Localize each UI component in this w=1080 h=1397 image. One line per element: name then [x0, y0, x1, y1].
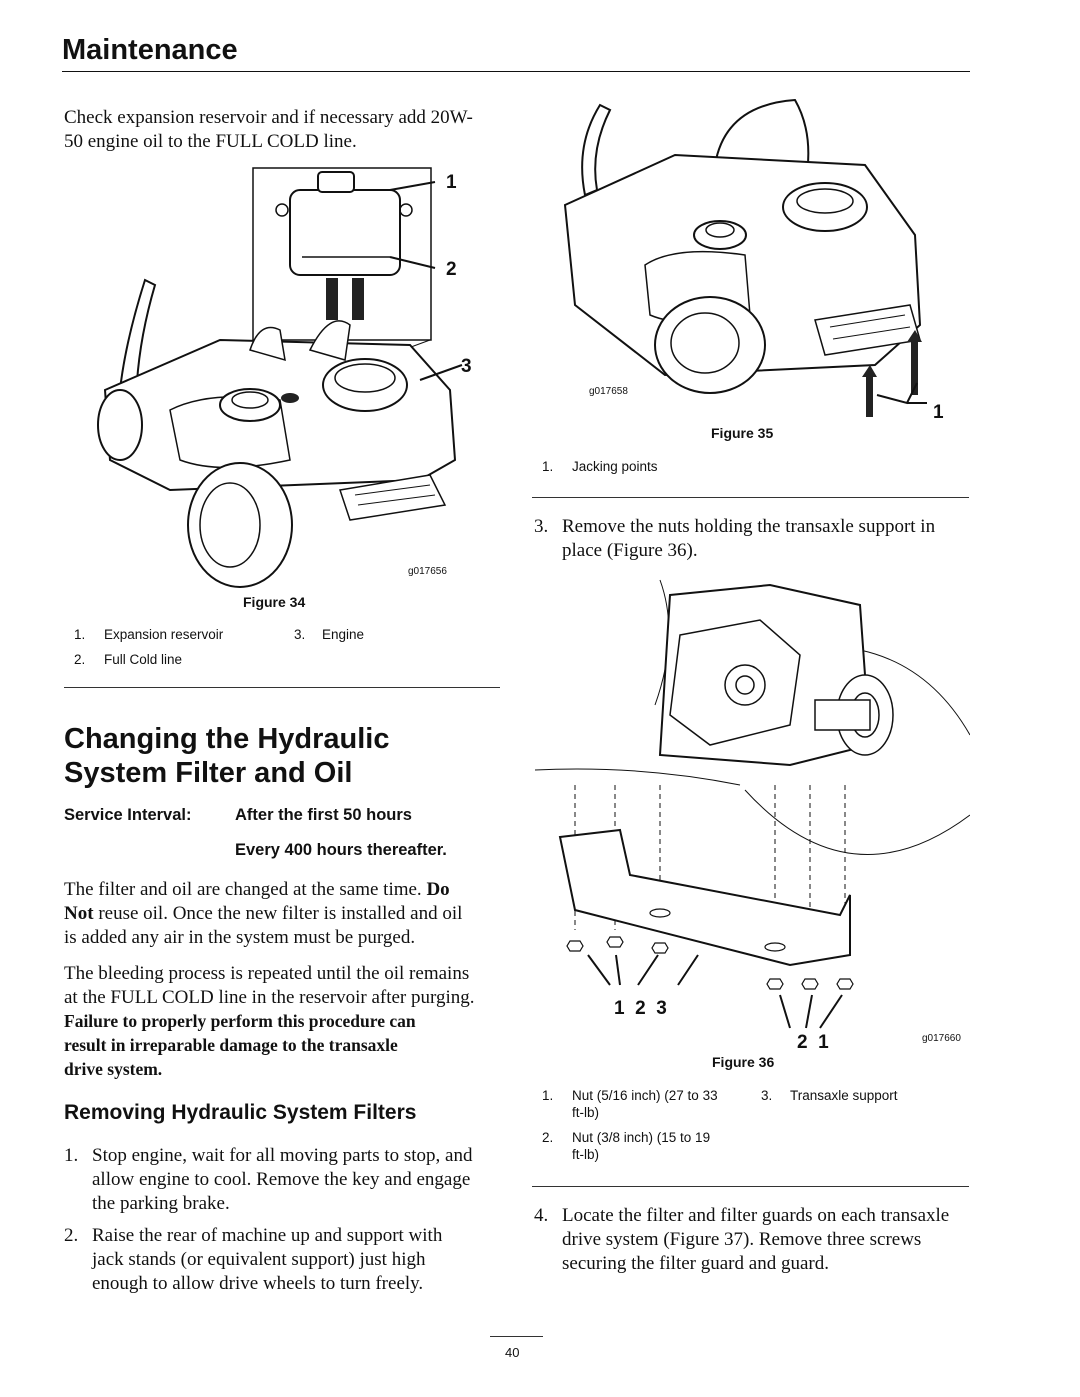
figure-36-legend-num: 2.	[542, 1130, 554, 1145]
para-line: at the FULL COLD line in the reservoir a…	[64, 987, 475, 1008]
subsection-title: Removing Hydraulic System Filters	[64, 1101, 417, 1124]
figure-34-rule	[64, 687, 500, 688]
figure-36-rule	[532, 1186, 969, 1187]
figure-36-callouts-right: 2 1	[797, 1032, 829, 1053]
service-interval-first: After the first 50 hours	[235, 806, 412, 824]
figure-36-code: g017660	[922, 1033, 961, 1044]
figure-36-illustration	[534, 579, 970, 990]
step-number: 2.	[64, 1225, 79, 1246]
step-line: place (Figure 36).	[562, 540, 698, 561]
step-line: drive system (Figure 37). Remove three s…	[562, 1229, 922, 1250]
step-3-text: Remove the nuts holding the transaxle su…	[562, 515, 972, 563]
legend-line: Nut (5/16 inch) (27 to 33	[572, 1088, 718, 1103]
figure-34-legend-num: 1.	[74, 627, 86, 642]
warning-paragraph: Failure to properly perform this procedu…	[64, 1009, 514, 1081]
para-text: The filter and oil are changed at the sa…	[64, 879, 422, 900]
warning-line: result in irreparable damage to the tran…	[64, 1035, 398, 1055]
step-line: allow engine to cool. Remove the key and…	[92, 1169, 471, 1190]
figure-34-legend-text: Full Cold line	[104, 652, 183, 667]
legend-line: ft-lb)	[572, 1105, 599, 1120]
footer-rule	[490, 1336, 543, 1337]
step-line: enough to allow drive wheels to turn fre…	[92, 1273, 424, 1294]
figure-35-illustration	[563, 98, 927, 417]
figure-36-callouts-left: 1 2 3	[614, 998, 667, 1019]
legend-line: ft-lb)	[572, 1147, 599, 1162]
figure-34-legend-num: 2.	[74, 652, 86, 667]
warning-line: Failure to properly perform this procedu…	[64, 1011, 416, 1031]
service-interval-label: Service Interval:	[64, 806, 192, 824]
step-number: 4.	[534, 1205, 549, 1226]
step-number: 3.	[534, 516, 549, 537]
figure-34-code: g017656	[408, 566, 447, 577]
figure-36-legend-text: Nut (3/8 inch) (15 to 19 ft-lb)	[572, 1129, 710, 1163]
para-text: reuse oil. Once the new filter is instal…	[98, 903, 463, 924]
para-text: is added any air in the system must be p…	[64, 927, 416, 948]
figure-36-legend-num: 1.	[542, 1088, 554, 1103]
service-interval-second: Every 400 hours thereafter.	[235, 841, 447, 859]
figure-35-title: Figure 35	[711, 425, 774, 441]
figure-34-callout-3: 3	[461, 356, 472, 377]
figure-34-legend-text: Expansion reservoir	[104, 627, 224, 642]
step-line: Locate the filter and filter guards on e…	[562, 1205, 950, 1226]
figure-36-callout-leaders	[587, 954, 843, 1029]
figure-35-callout-1: 1	[933, 402, 944, 423]
step-2-text: Raise the rear of machine up and support…	[92, 1224, 512, 1296]
figure-36-legend-text: Transaxle support	[790, 1088, 898, 1103]
section-title-line: System Filter and Oil	[64, 757, 353, 789]
figure-34-callout-1: 1	[446, 172, 457, 193]
intro-paragraph: Check expansion reservoir and if necessa…	[64, 107, 473, 152]
step-line: Remove the nuts holding the transaxle su…	[562, 516, 936, 537]
para-bold: Not	[64, 903, 94, 924]
legend-line: Nut (3/8 inch) (15 to 19	[572, 1130, 711, 1145]
warning-line: drive system.	[64, 1059, 163, 1079]
bleeding-paragraph: The bleeding process is repeated until t…	[64, 962, 514, 1010]
figure-35-legend-num: 1.	[542, 459, 554, 474]
step-line: Stop engine, wait for all moving parts t…	[92, 1145, 473, 1166]
figure-34-title: Figure 34	[243, 594, 306, 610]
figure-35-rule	[532, 497, 969, 498]
section-title: Changing the Hydraulic System Filter and…	[64, 722, 504, 790]
para-line: The bleeding process is repeated until t…	[64, 963, 470, 984]
header-rule	[62, 71, 970, 72]
step-line: jack stands (or equivalent support) just…	[92, 1249, 426, 1270]
purge-paragraph: The filter and oil are changed at the sa…	[64, 878, 504, 950]
step-number: 1.	[64, 1145, 79, 1166]
figure-34-legend-num: 3.	[294, 627, 306, 642]
step-1-text: Stop engine, wait for all moving parts t…	[92, 1144, 512, 1216]
figure-34-legend-text: Engine	[322, 627, 365, 642]
para-bold: Do	[426, 879, 450, 900]
figure-35-legend-text: Jacking points	[572, 459, 658, 474]
figure-36-title: Figure 36	[712, 1054, 775, 1070]
section-title-line: Changing the Hydraulic	[64, 723, 390, 755]
figure-34-illustration	[97, 167, 463, 588]
page-number: 40	[505, 1345, 520, 1360]
figure-35-code: g017658	[589, 386, 628, 397]
step-line: Raise the rear of machine up and support…	[92, 1225, 443, 1246]
step-line: the parking brake.	[92, 1193, 230, 1214]
figure-36-legend-text: Nut (5/16 inch) (27 to 33 ft-lb)	[572, 1087, 718, 1121]
step-4-text: Locate the filter and filter guards on e…	[562, 1204, 972, 1276]
figure-36-legend-num: 3.	[761, 1088, 773, 1103]
figure-34-callout-2: 2	[446, 259, 457, 280]
step-line: securing the filter guard and guard.	[562, 1253, 829, 1274]
page-header-title: Maintenance	[62, 34, 238, 66]
